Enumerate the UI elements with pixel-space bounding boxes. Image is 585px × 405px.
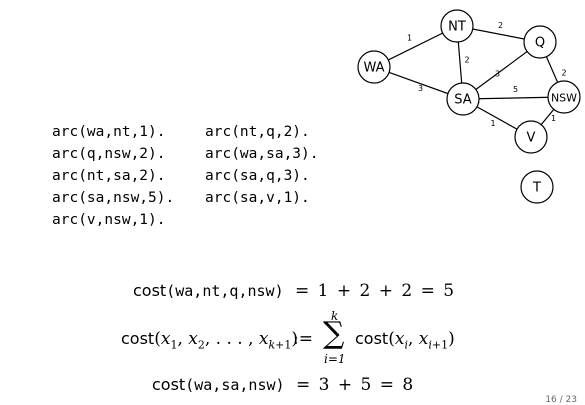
equation-cost-wa-sa-nsw: cost(wa,sa,nsw) = 3 + 5 = 8 [152, 375, 413, 395]
arc-fact: arc(sa,v,1). [205, 190, 310, 206]
node-nsw: NSW [547, 80, 581, 114]
edge-weight-sa-q: 3 [495, 70, 500, 79]
eq3-function: cost [152, 375, 186, 394]
edge-sa-nsw [462, 96, 565, 100]
edge-weight-wa-sa: 3 [418, 84, 423, 93]
arc-fact: arc(nt,sa,2). [52, 168, 166, 184]
node-label: SA [454, 93, 471, 108]
node-circle [357, 50, 391, 84]
edge-weight-v-nsw: 1 [551, 114, 556, 123]
eq3-rhs: = 3 + 5 = 8 [295, 375, 414, 395]
node-circle [547, 80, 581, 114]
eq2-operator: := [293, 329, 313, 349]
eq3-args: (wa,sa,nsw) [185, 376, 285, 394]
node-label: V [527, 131, 536, 146]
node-label: NT [448, 20, 466, 35]
node-nt: NT [440, 9, 474, 43]
node-q: Q [523, 25, 557, 59]
edge-weight-q-nsw: 2 [561, 69, 566, 78]
edge-weight-sa-nsw: 5 [513, 85, 518, 94]
equation-cost-wa-nt-q-nsw: cost(wa,nt,q,nsw) = 1 + 2 + 2 = 5 [133, 281, 454, 301]
node-v: V [514, 120, 548, 154]
node-label: NSW [551, 92, 577, 105]
arc-fact: arc(q,nsw,2). [52, 146, 166, 162]
arc-fact: arc(nt,q,2). [205, 124, 310, 140]
arc-fact: arc(sa,q,3). [205, 168, 310, 184]
summation-symbol: ∑ [323, 316, 345, 351]
node-label: WA [363, 61, 384, 76]
eq1-args: (wa,nt,q,nsw) [166, 282, 284, 300]
node-label: T [532, 181, 541, 196]
arc-fact: arc(wa,sa,3). [205, 146, 319, 162]
node-circle [514, 120, 548, 154]
sum-lower-bound: i=1 [324, 352, 346, 366]
node-circle [440, 9, 474, 43]
arc-fact: arc(sa,nsw,5). [52, 190, 175, 206]
edge-weight-wa-nt: 1 [407, 34, 412, 43]
slide-number: 16 / 23 [545, 395, 577, 405]
arc-fact: arc(v,nsw,1). [52, 212, 166, 228]
node-circle [520, 170, 554, 204]
arc-fact: arc(wa,nt,1). [52, 124, 166, 140]
node-wa: WA [357, 50, 391, 84]
node-circle [523, 25, 557, 59]
sum-upper-bound: k [331, 309, 339, 323]
eq2-function: cost [121, 329, 155, 348]
eq1-rhs: = 1 + 2 + 2 = 5 [295, 281, 455, 301]
edge-weight-nt-sa: 2 [464, 56, 469, 65]
eq2-function-inner: cost [355, 329, 389, 348]
node-circle [446, 82, 480, 116]
eq1-function: cost [133, 281, 167, 300]
node-t: T [520, 170, 554, 204]
node-label: Q [535, 36, 545, 51]
edge-weight-sa-v: 1 [490, 119, 495, 128]
edge-weight-nt-q: 2 [498, 21, 503, 30]
node-sa: SA [446, 82, 480, 116]
